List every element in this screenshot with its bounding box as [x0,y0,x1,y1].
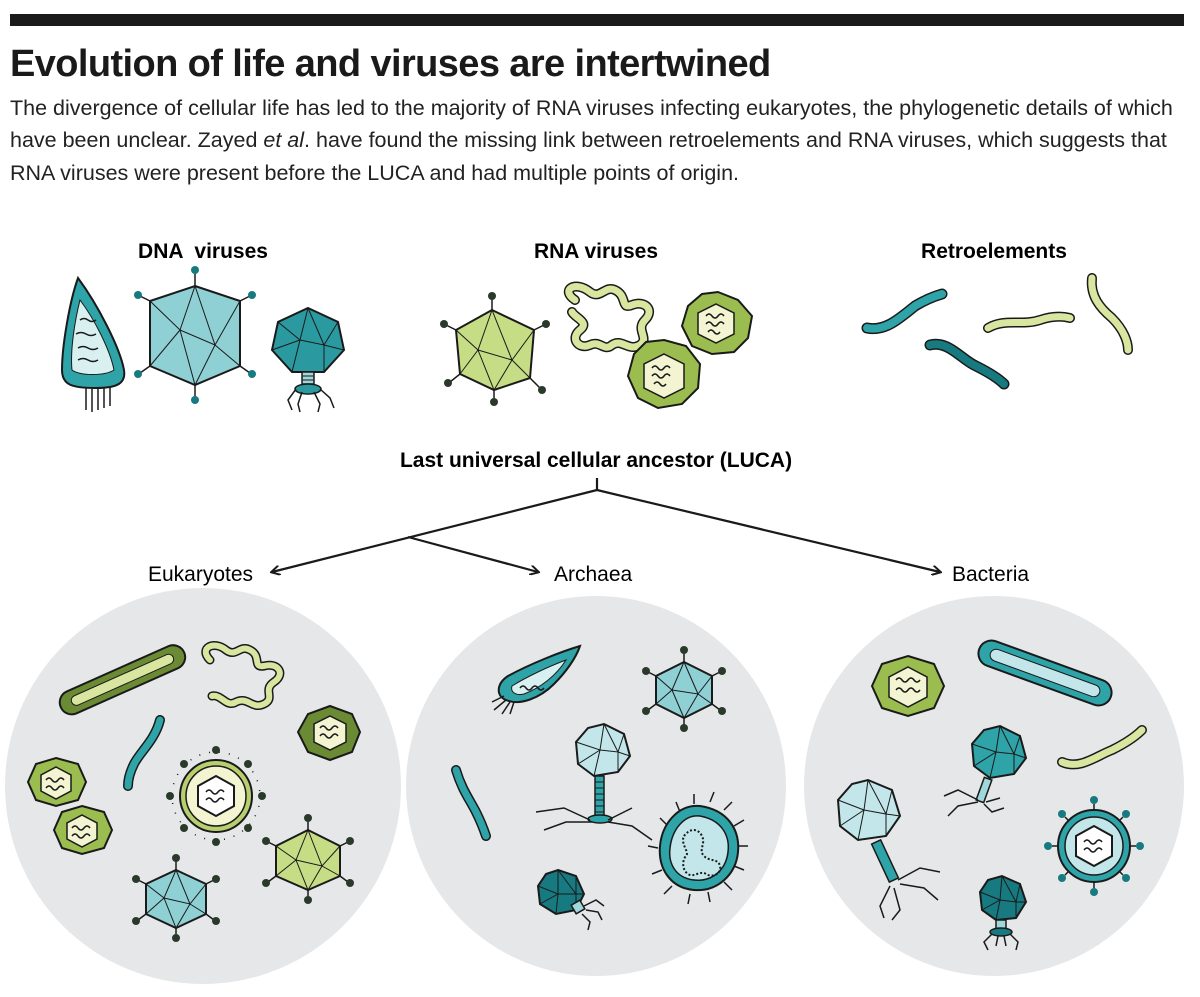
retroelement-green-icon-2 [1086,273,1133,355]
retroelement-teal-icon-2 [924,338,1010,390]
archaea-spiked-virus-icon [647,791,748,905]
eukaryotes-filament-icon [201,641,285,710]
eukaryotes-retroelement-icon [123,715,165,791]
bacteria-phage-icon-2 [836,778,941,921]
retroelement-teal-icon-1 [861,288,948,335]
branch-label-archaea: Archaea [554,563,633,586]
dna-virus-icosahedral-icon [134,266,256,404]
eukaryotes-icosahedral-teal-icon [132,854,220,942]
eukaryotes-capsid-icon-2 [26,756,88,808]
rna-virus-filament-icon [563,281,654,353]
phylogenetic-tree [272,478,940,572]
eukaryotes-capsid-icon-3 [52,804,114,856]
branch-label-bacteria: Bacteria [952,563,1029,586]
dna-virus-tadpole-icon [60,275,126,412]
archaea-retroelement-icon [451,765,491,841]
bacteria-phage-icon-1 [943,724,1028,817]
eukaryotes-icosahedral-green-icon [262,814,354,904]
group-label-retroelements: Retroelements [921,240,1067,263]
rna-virus-icosahedral-icon [440,292,550,406]
group-label-dna-viruses: DNA viruses [138,240,268,263]
eukaryotes-enveloped-virus-icon [166,746,266,846]
archaea-phage-icon [535,722,653,841]
figure-description: The divergence of cellular life has led … [10,92,1190,189]
description-italic: et al [263,128,305,153]
archaea-tadpole-virus-icon [491,644,582,715]
branch-label-eukaryotes: Eukaryotes [148,563,253,586]
top-rule [10,14,1184,26]
archaea-icosahedral-icon [642,646,726,732]
description-text-1: The divergence of cellular life has led … [10,96,1173,153]
eukaryotes-rod-virus-icon [58,644,187,716]
bacteria-rod-virus-icon [977,639,1113,707]
figure-title: Evolution of life and viruses are intert… [10,43,771,85]
bacteria-capsid-icon [870,654,946,718]
bacteria-retroelement-icon [1057,725,1147,770]
retroelement-green-icon-1 [983,311,1075,333]
description-text-2: . have found the missing link between re… [10,128,1167,185]
archaea-small-phage-icon [536,868,605,931]
luca-label: Last universal cellular ancestor (LUCA) [400,449,792,472]
group-label-rna-viruses: RNA viruses [534,240,658,263]
bacteria-enveloped-virus-icon [1044,796,1144,896]
eukaryotes-capsid-icon-1 [296,704,362,762]
bacteria-small-phage-icon [978,874,1028,951]
rna-virus-capsid-icon-1 [680,290,754,356]
rna-virus-capsid-icon-2 [626,338,702,410]
dna-virus-phage-icon [270,306,346,413]
